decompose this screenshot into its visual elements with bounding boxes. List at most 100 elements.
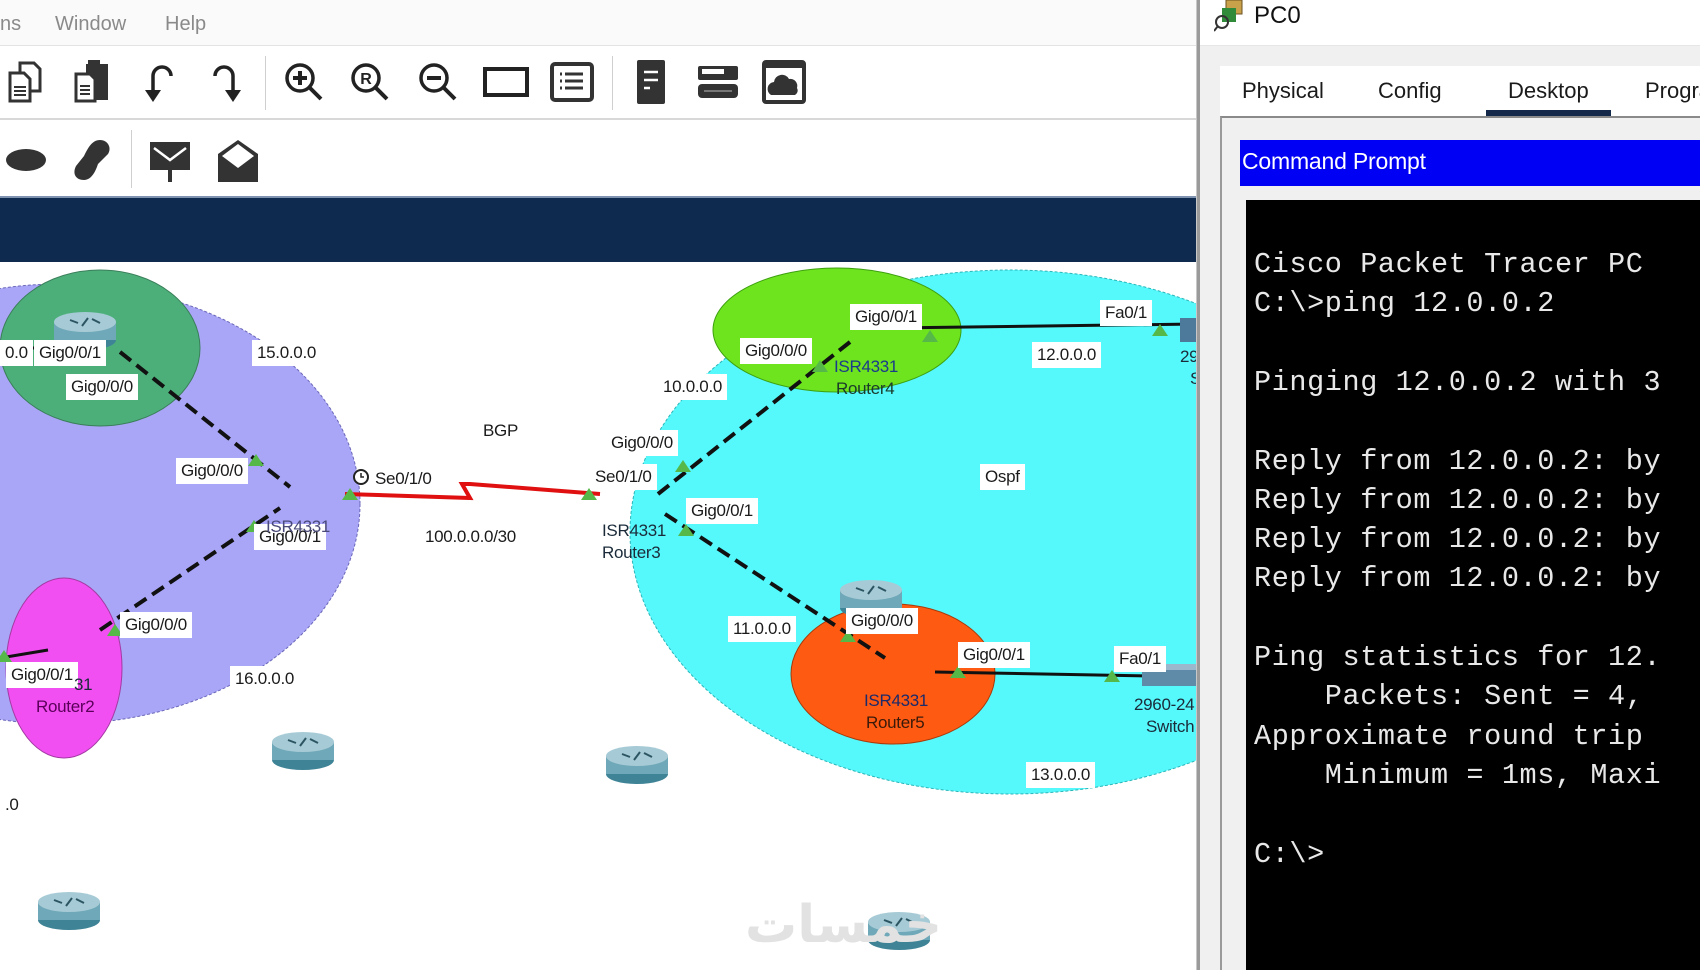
packet-tracer-workspace: ns Window Help R <box>0 13 1196 970</box>
device-icon <box>698 66 738 98</box>
terminal-line: Reply from 12.0.0.2: by <box>1254 562 1662 596</box>
freeform-tool-button[interactable] <box>68 136 116 184</box>
interface-label: Gig0/0/1 <box>254 524 326 550</box>
tab-config[interactable]: Config <box>1378 78 1442 103</box>
simple-pdu-icon <box>150 142 190 182</box>
interface-label: Fa0/1 <box>1100 300 1152 326</box>
topology-canvas[interactable]: 0.0 15.0.0.0 16.0.0.0 .0 10.0.0.0 11.0.0… <box>0 262 1196 970</box>
menu-options[interactable]: ns <box>0 13 22 35</box>
tab-physical[interactable]: Physical <box>1242 78 1324 103</box>
menu-help[interactable]: Help <box>165 13 207 35</box>
zoom-reset-button[interactable]: R <box>346 58 394 106</box>
network-label-15: 15.0.0.0 <box>252 340 322 366</box>
device-model-label: ISR4331 <box>602 521 667 540</box>
network-label: .0 <box>0 792 24 818</box>
device-name-label: Router4 <box>836 379 895 398</box>
terminal-line: Packets: Sent = 4, <box>1254 680 1644 714</box>
area-label-bgp: BGP <box>478 418 524 444</box>
interface-label: Gig0/0/1 <box>958 642 1030 668</box>
device-model-label: 31 <box>74 675 93 694</box>
undo-icon <box>145 65 173 102</box>
paste-button[interactable] <box>68 58 116 106</box>
copy-button[interactable] <box>2 58 50 106</box>
pc0-tab-bar: Physical Config Desktop Progra <box>1220 66 1700 118</box>
router3-icon[interactable] <box>604 744 670 784</box>
window-divider[interactable] <box>1196 0 1200 970</box>
router2-icon[interactable] <box>36 890 102 930</box>
ospf-area[interactable] <box>629 269 1196 795</box>
drawing-toolbar <box>0 120 1196 196</box>
zoom-in-button[interactable] <box>280 58 328 106</box>
toolbar-separator <box>265 56 266 110</box>
watermark: خمسات <box>745 895 943 955</box>
network-label-12: 12.0.0.0 <box>1032 342 1102 368</box>
command-prompt-titlebar: Command Prompt <box>1240 140 1700 186</box>
device-model-label: 2960-24 <box>1134 695 1195 714</box>
list-window-icon <box>550 62 594 102</box>
complex-pdu-button[interactable] <box>214 136 262 184</box>
toolbar-separator <box>131 130 132 188</box>
main-toolbar: R <box>0 46 1196 120</box>
tab-programming[interactable]: Progra <box>1645 78 1700 103</box>
workspace-navigation-bar <box>0 196 1196 262</box>
interface-label: Gig0/0/1 <box>6 662 78 688</box>
simple-pdu-button[interactable] <box>146 136 194 184</box>
undo-button[interactable] <box>136 58 184 106</box>
terminal-line: Reply from 12.0.0.2: by <box>1254 483 1662 517</box>
list-window-button[interactable] <box>548 58 596 106</box>
device-model-label: ISR4331 <box>864 691 929 710</box>
port-up-indicator <box>0 650 12 662</box>
router-icon <box>272 732 334 770</box>
zoom-in-icon <box>285 63 323 101</box>
device-name-label: Switch <box>1146 717 1195 736</box>
interface-label: Gig0/0/0 <box>120 612 192 638</box>
tab-desktop[interactable]: Desktop <box>1486 78 1611 118</box>
router5-icon[interactable] <box>866 910 932 950</box>
port-up-indicator <box>248 454 264 466</box>
pc0-titlebar: PC0 <box>1200 0 1700 46</box>
cloud-window-button[interactable] <box>760 58 808 106</box>
terminal-line: C:\> <box>1254 837 1325 871</box>
port-up-indicator <box>840 630 856 642</box>
pc0-title: PC0 <box>1254 2 1301 29</box>
switch1-icon[interactable] <box>1180 318 1196 342</box>
zoom-out-button[interactable] <box>414 58 462 106</box>
device-model-label: ISR4331 <box>834 357 899 376</box>
router-bgp-left-icon[interactable] <box>270 730 336 770</box>
menu-window[interactable]: Window <box>55 13 127 35</box>
terminal-line: Ping statistics for 12. <box>1254 641 1662 674</box>
cloud-window-icon <box>762 60 806 104</box>
network-label-16: 16.0.0.0 <box>230 666 300 692</box>
ellipse-tool-button[interactable] <box>2 136 50 184</box>
device-model-label: 29 <box>1180 347 1196 366</box>
device-button[interactable] <box>694 58 742 106</box>
network-label-11: 11.0.0.0 <box>728 616 796 642</box>
device-name-label: Router5 <box>866 713 925 732</box>
interface-label: Se0/1/0 <box>375 469 432 488</box>
toolbar-separator <box>612 56 613 110</box>
port-up-indicator <box>1104 670 1120 682</box>
link-serial-bgp[interactable] <box>344 482 601 501</box>
window-button[interactable] <box>482 58 530 106</box>
clock-icon <box>353 469 369 485</box>
zoom-reset-icon: R <box>351 63 389 101</box>
notes-button[interactable] <box>627 58 675 106</box>
router-icon <box>38 892 100 930</box>
device-model-label: ISR4331 <box>266 517 331 536</box>
pc0-window: PC0 Physical Config Desktop Progra Comma… <box>1200 0 1700 970</box>
interface-label: Fa0/1 <box>1114 646 1166 672</box>
router-icon <box>868 912 930 950</box>
freeform-icon <box>74 140 110 180</box>
pc-app-icon <box>1214 0 1243 32</box>
terminal-line: C:\>ping 12.0.0.2 <box>1254 287 1555 321</box>
interface-label: Gig0/0/1 <box>686 498 758 524</box>
port-up-indicator <box>581 488 597 500</box>
redo-button[interactable] <box>202 58 250 106</box>
interface-label: Gig0/0/1 <box>34 340 106 366</box>
port-up-indicator <box>678 524 694 536</box>
port-up-indicator <box>342 488 358 500</box>
window-icon <box>483 67 529 97</box>
interface-label: Se0/1/0 <box>590 464 657 490</box>
